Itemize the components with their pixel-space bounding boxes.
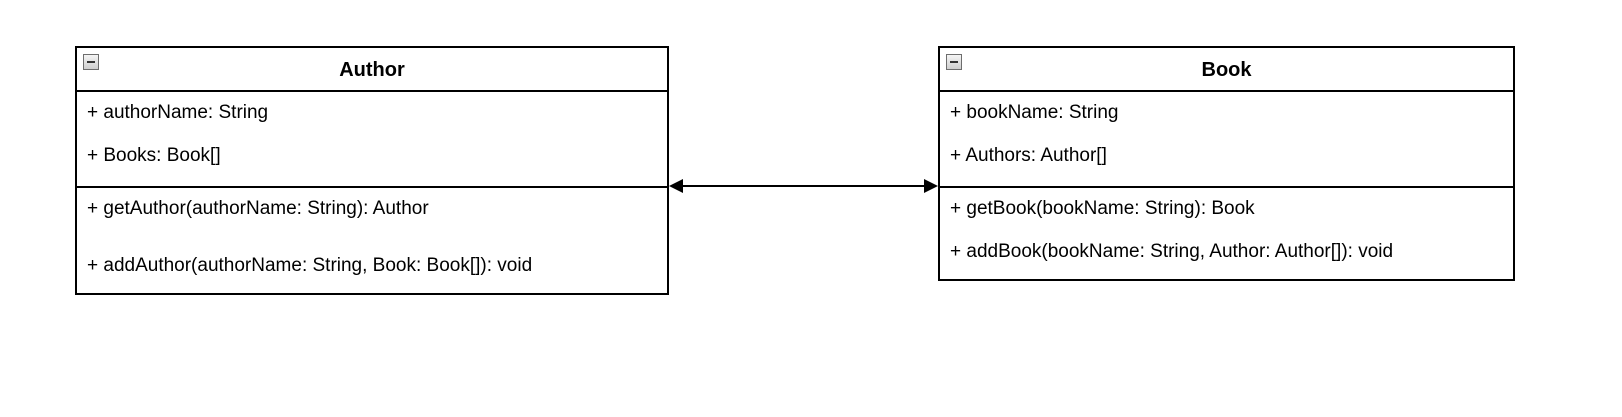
collapse-icon[interactable]	[946, 54, 962, 70]
attribute-row: + authorName: String	[87, 102, 269, 123]
collapse-icon[interactable]	[83, 54, 99, 70]
arrowhead-left-icon	[669, 179, 683, 193]
class-name: Author	[339, 59, 405, 81]
attribute-row: + bookName: String	[950, 102, 1119, 123]
methods-compartment: + getAuthor(authorName: String): Author …	[77, 188, 667, 295]
method-row: + addBook(bookName: String, Author: Auth…	[950, 241, 1394, 262]
method-row: + getAuthor(authorName: String): Author	[87, 198, 429, 219]
attribute-row: + Authors: Author[]	[950, 145, 1107, 166]
class-header: Book	[940, 48, 1513, 92]
methods-compartment: + getBook(bookName: String): Book + addB…	[940, 188, 1513, 281]
attribute-row: + Books: Book[]	[87, 145, 221, 166]
arrowhead-right-icon	[924, 179, 938, 193]
method-row: + addAuthor(authorName: String, Book: Bo…	[87, 255, 533, 276]
class-header: Author	[77, 48, 667, 92]
attributes-compartment: + bookName: String + Authors: Author[]	[940, 92, 1513, 188]
method-row: + getBook(bookName: String): Book	[950, 198, 1255, 219]
class-name: Book	[1201, 59, 1252, 81]
book-class-box[interactable]: Book + bookName: String + Authors: Autho…	[938, 46, 1515, 281]
author-class-box[interactable]: Author + authorName: String + Books: Boo…	[75, 46, 669, 295]
attributes-compartment: + authorName: String + Books: Book[]	[77, 92, 667, 188]
